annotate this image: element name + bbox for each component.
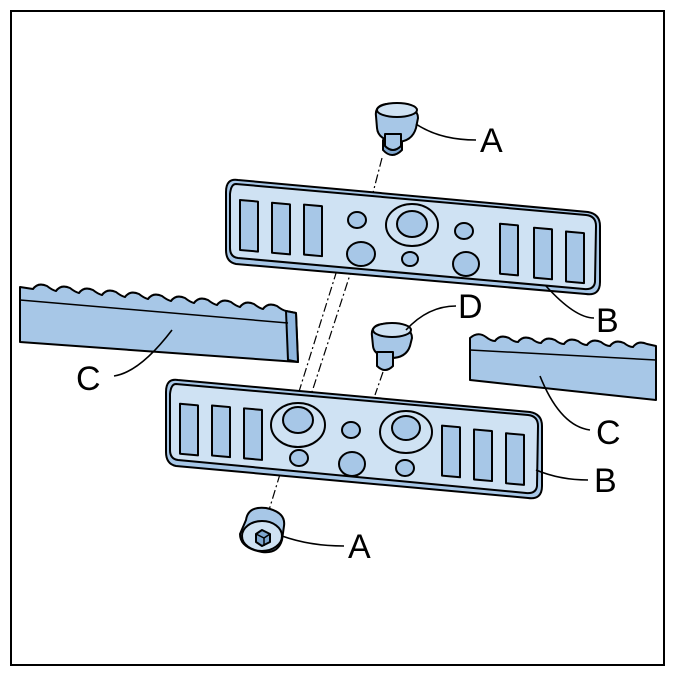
pin-d — [370, 322, 413, 371]
label-c-left: C — [76, 360, 101, 398]
label-b-bottom: B — [594, 462, 617, 500]
plate-lower — [165, 378, 543, 500]
leader-lines — [113, 123, 595, 547]
label-a-bottom: A — [348, 528, 371, 566]
plate-upper — [225, 178, 601, 296]
label-b-top: B — [596, 302, 619, 340]
screw-top — [374, 102, 419, 156]
rail-right — [469, 333, 657, 401]
rail-left — [19, 283, 299, 363]
label-d: D — [458, 288, 483, 326]
label-c-right: C — [596, 414, 621, 452]
label-a-top: A — [480, 122, 503, 160]
diagram-frame — [10, 10, 665, 666]
screw-bottom — [239, 506, 286, 554]
